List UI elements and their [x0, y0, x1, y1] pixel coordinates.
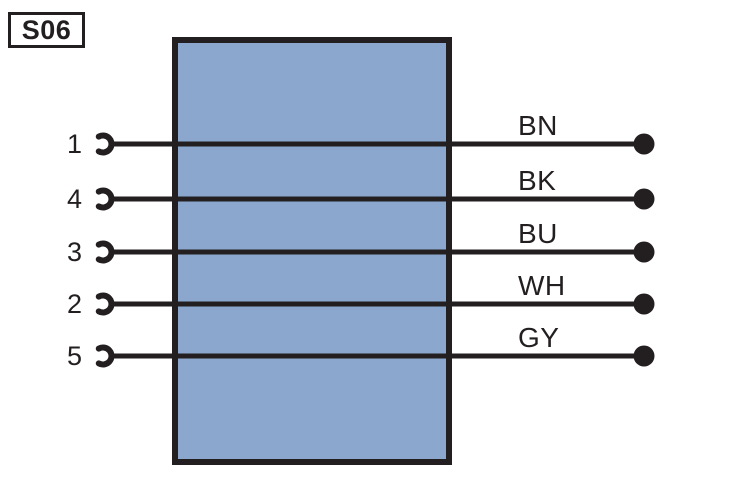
- component-id-box: S06: [8, 12, 85, 48]
- wire-color-label: WH: [518, 270, 566, 301]
- socket-connector-icon: [95, 344, 115, 368]
- wire-color-label: GY: [518, 322, 560, 353]
- terminal-dot-icon: [633, 293, 655, 315]
- terminal-dot-icon: [633, 133, 655, 155]
- wire-color-label: BK: [518, 165, 557, 196]
- terminal-dot-icon: [633, 345, 655, 367]
- wire-row: [95, 292, 655, 316]
- wire-row: [95, 240, 655, 264]
- wire-color-label: BU: [518, 218, 558, 249]
- socket-connector-icon: [95, 132, 115, 156]
- socket-connector-icon: [95, 240, 115, 264]
- wire-row: [95, 132, 655, 156]
- pin-number: 3: [66, 237, 82, 267]
- terminal-dot-icon: [633, 241, 655, 263]
- pin-number: 5: [66, 341, 82, 371]
- terminal-dot-icon: [633, 188, 655, 210]
- socket-connector-icon: [95, 187, 115, 211]
- pin-number: 4: [66, 184, 82, 214]
- wire-row: [95, 187, 655, 211]
- socket-connector-icon: [95, 292, 115, 316]
- pin-number: 2: [66, 289, 82, 319]
- wire-row: [95, 344, 655, 368]
- pin-number: 1: [66, 129, 82, 159]
- component-id-label: S06: [21, 14, 72, 45]
- wire-color-label: BN: [518, 110, 558, 141]
